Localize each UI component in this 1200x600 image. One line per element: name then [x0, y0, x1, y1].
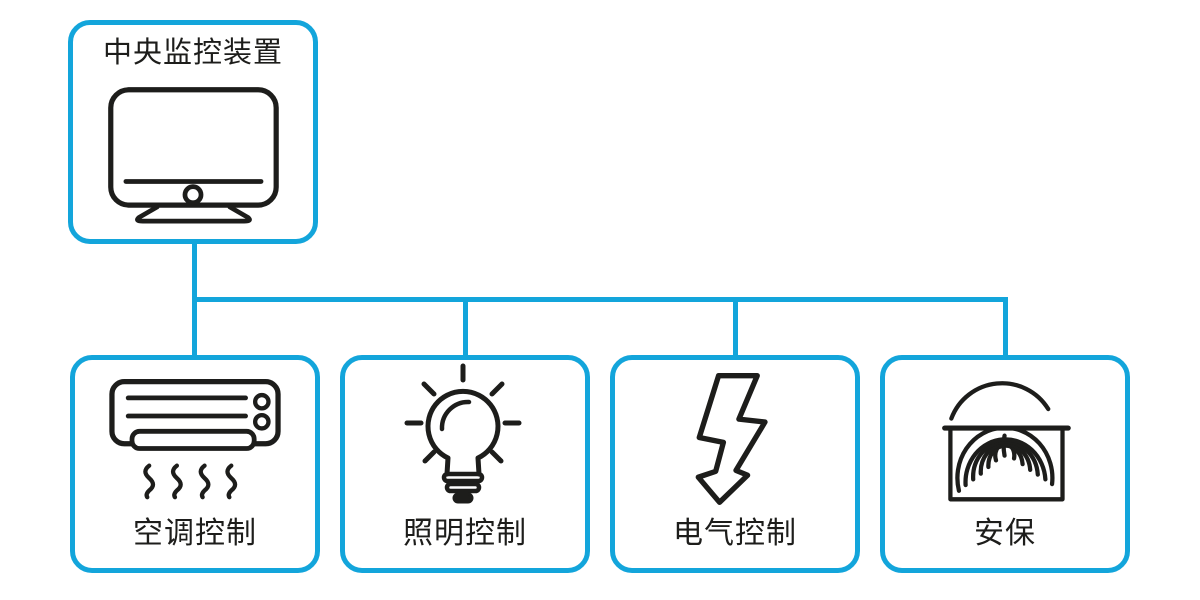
node-ac-control-label: 空调控制 — [133, 517, 257, 550]
lightning-bolt-icon — [683, 360, 788, 516]
node-ac-control: 空调控制 — [70, 355, 320, 573]
node-security: 安保 — [880, 355, 1130, 573]
light-bulb-icon — [398, 360, 533, 516]
connector-drop-lighting — [463, 300, 468, 357]
node-electrical-control: 电气控制 — [610, 355, 860, 573]
fingerprint-icon — [939, 360, 1072, 516]
node-central-monitoring-label: 中央监控装置 — [102, 37, 283, 69]
node-electrical-control-label: 电气控制 — [673, 517, 797, 550]
connector-drop-electrical — [733, 300, 738, 357]
node-lighting-control-label: 照明控制 — [403, 517, 527, 550]
connector-horizontal-bus — [192, 297, 1008, 302]
node-central-monitoring: 中央监控装置 — [68, 20, 318, 244]
node-security-label: 安保 — [974, 517, 1036, 550]
node-lighting-control: 照明控制 — [340, 355, 590, 573]
air-conditioner-icon — [104, 360, 286, 516]
connector-drop-security — [1003, 300, 1008, 357]
monitor-icon — [103, 71, 283, 239]
